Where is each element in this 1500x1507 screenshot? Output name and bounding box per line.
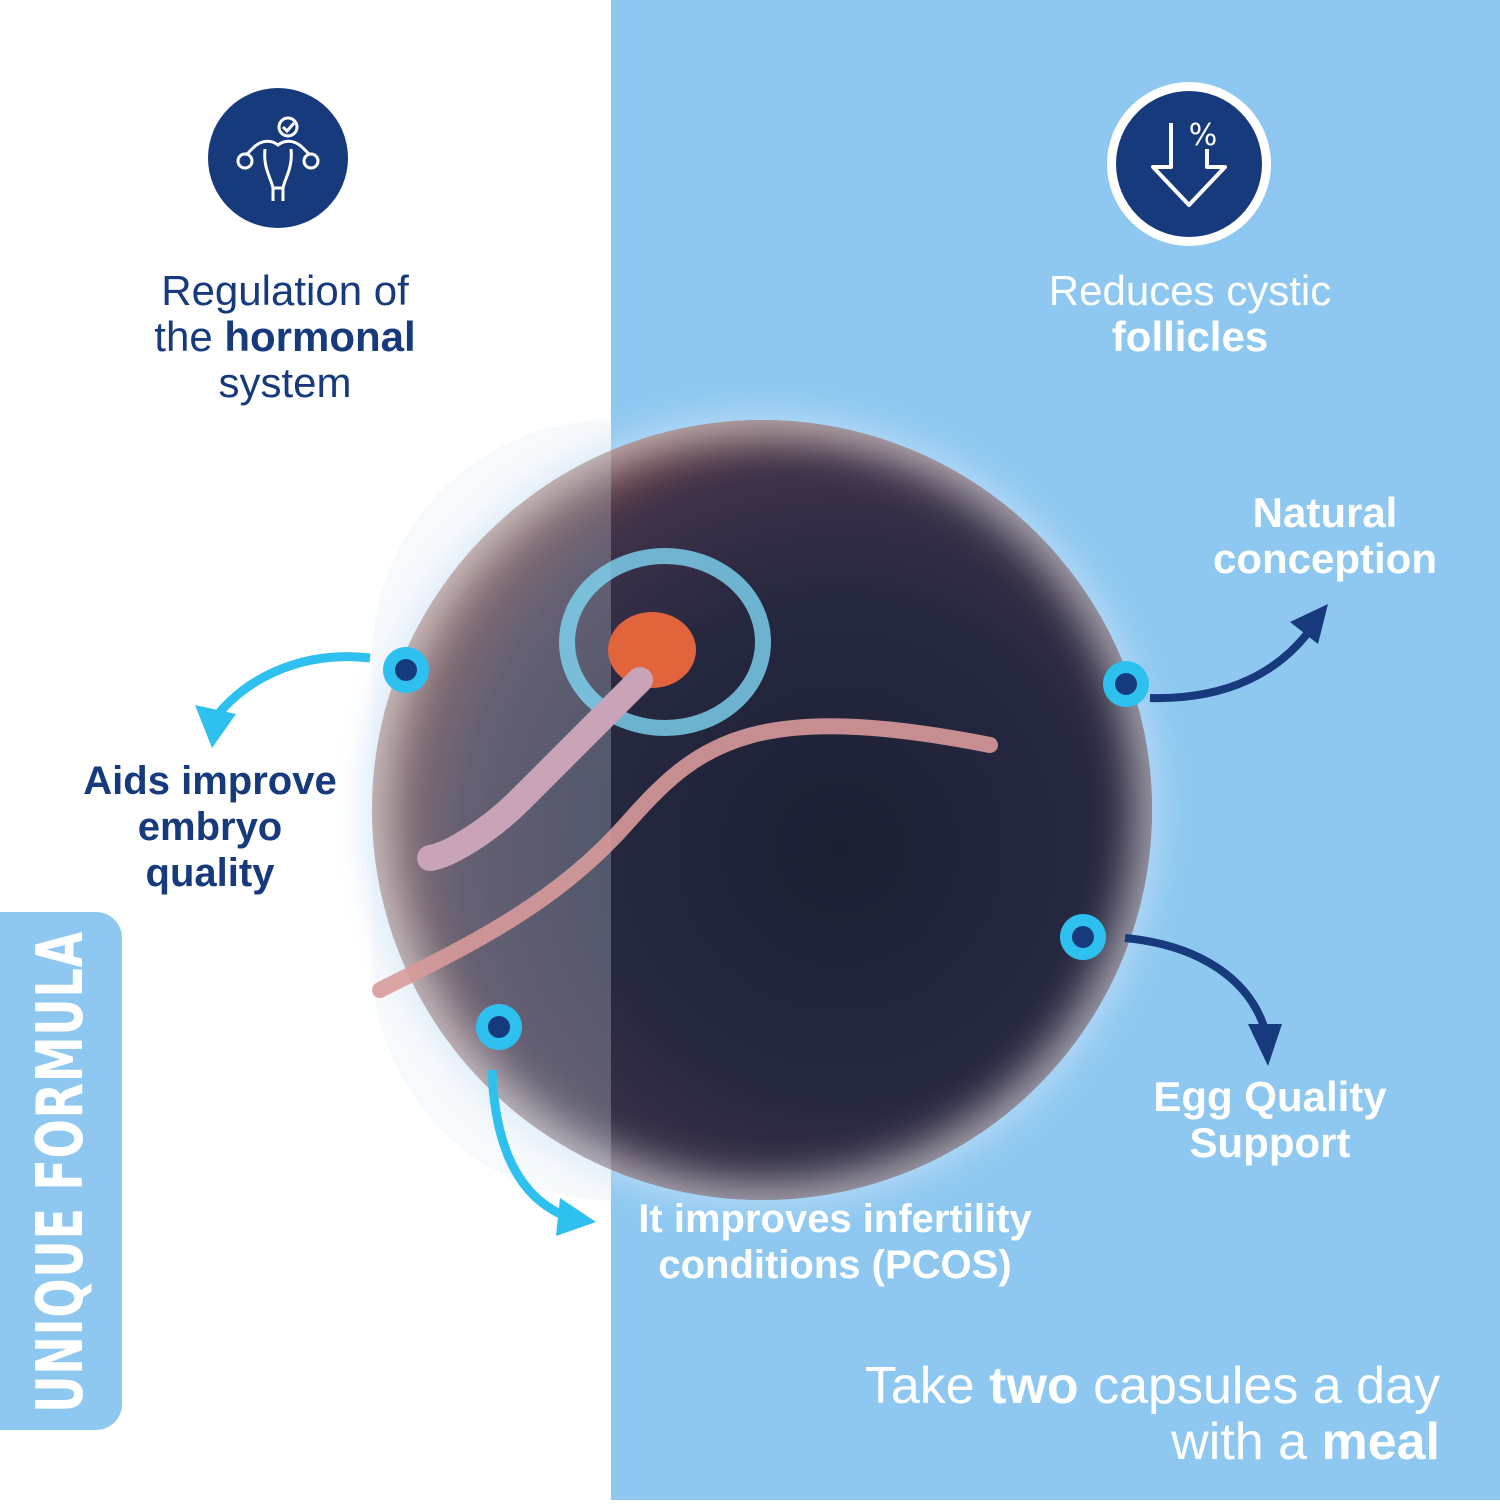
benefit-embryo-text: Aids improve embryo quality — [83, 759, 337, 895]
unique-formula-badge — [0, 912, 122, 1430]
benefit-natural-text: Natural conception — [1212, 489, 1437, 582]
marker-dot-pcos — [476, 1004, 522, 1050]
sperm-head — [608, 612, 696, 688]
svg-text:%: % — [1189, 118, 1218, 153]
arrow-egg-head — [1248, 1024, 1282, 1066]
dosage-text: Take two capsules a day with a meal — [864, 1357, 1440, 1471]
arrow-natural-line — [1149, 627, 1314, 703]
arrow-pcos-line — [487, 1069, 572, 1223]
arrow-egg-line — [1124, 934, 1269, 1032]
benefit-cystic-text: Reduces cystic follicles — [1048, 267, 1332, 360]
marker-dot-embryo — [383, 647, 429, 693]
benefit-pcos-text: It improves infertility conditions (PCOS… — [638, 1197, 1032, 1287]
arrow-embryo-head — [195, 705, 236, 748]
sperm-tail — [417, 667, 653, 871]
second-sperm-tail — [372, 718, 998, 998]
unique-formula-label: UNIQUE FORMULA — [24, 931, 98, 1413]
arrow-embryo-line — [206, 652, 371, 728]
benefit-hormonal-text: Regulation of the hormonal system — [154, 267, 416, 406]
arrow-natural-head — [1290, 604, 1328, 644]
arrow-pcos-head — [556, 1198, 596, 1236]
benefit-egg-text: Egg Quality Support — [1153, 1073, 1387, 1166]
percent-down-arrow-icon: % — [1107, 82, 1271, 246]
uterus-check-icon — [208, 88, 348, 228]
marker-dot-natural — [1103, 661, 1149, 707]
nucleus-ring — [559, 548, 771, 736]
marker-dot-egg — [1060, 914, 1106, 960]
